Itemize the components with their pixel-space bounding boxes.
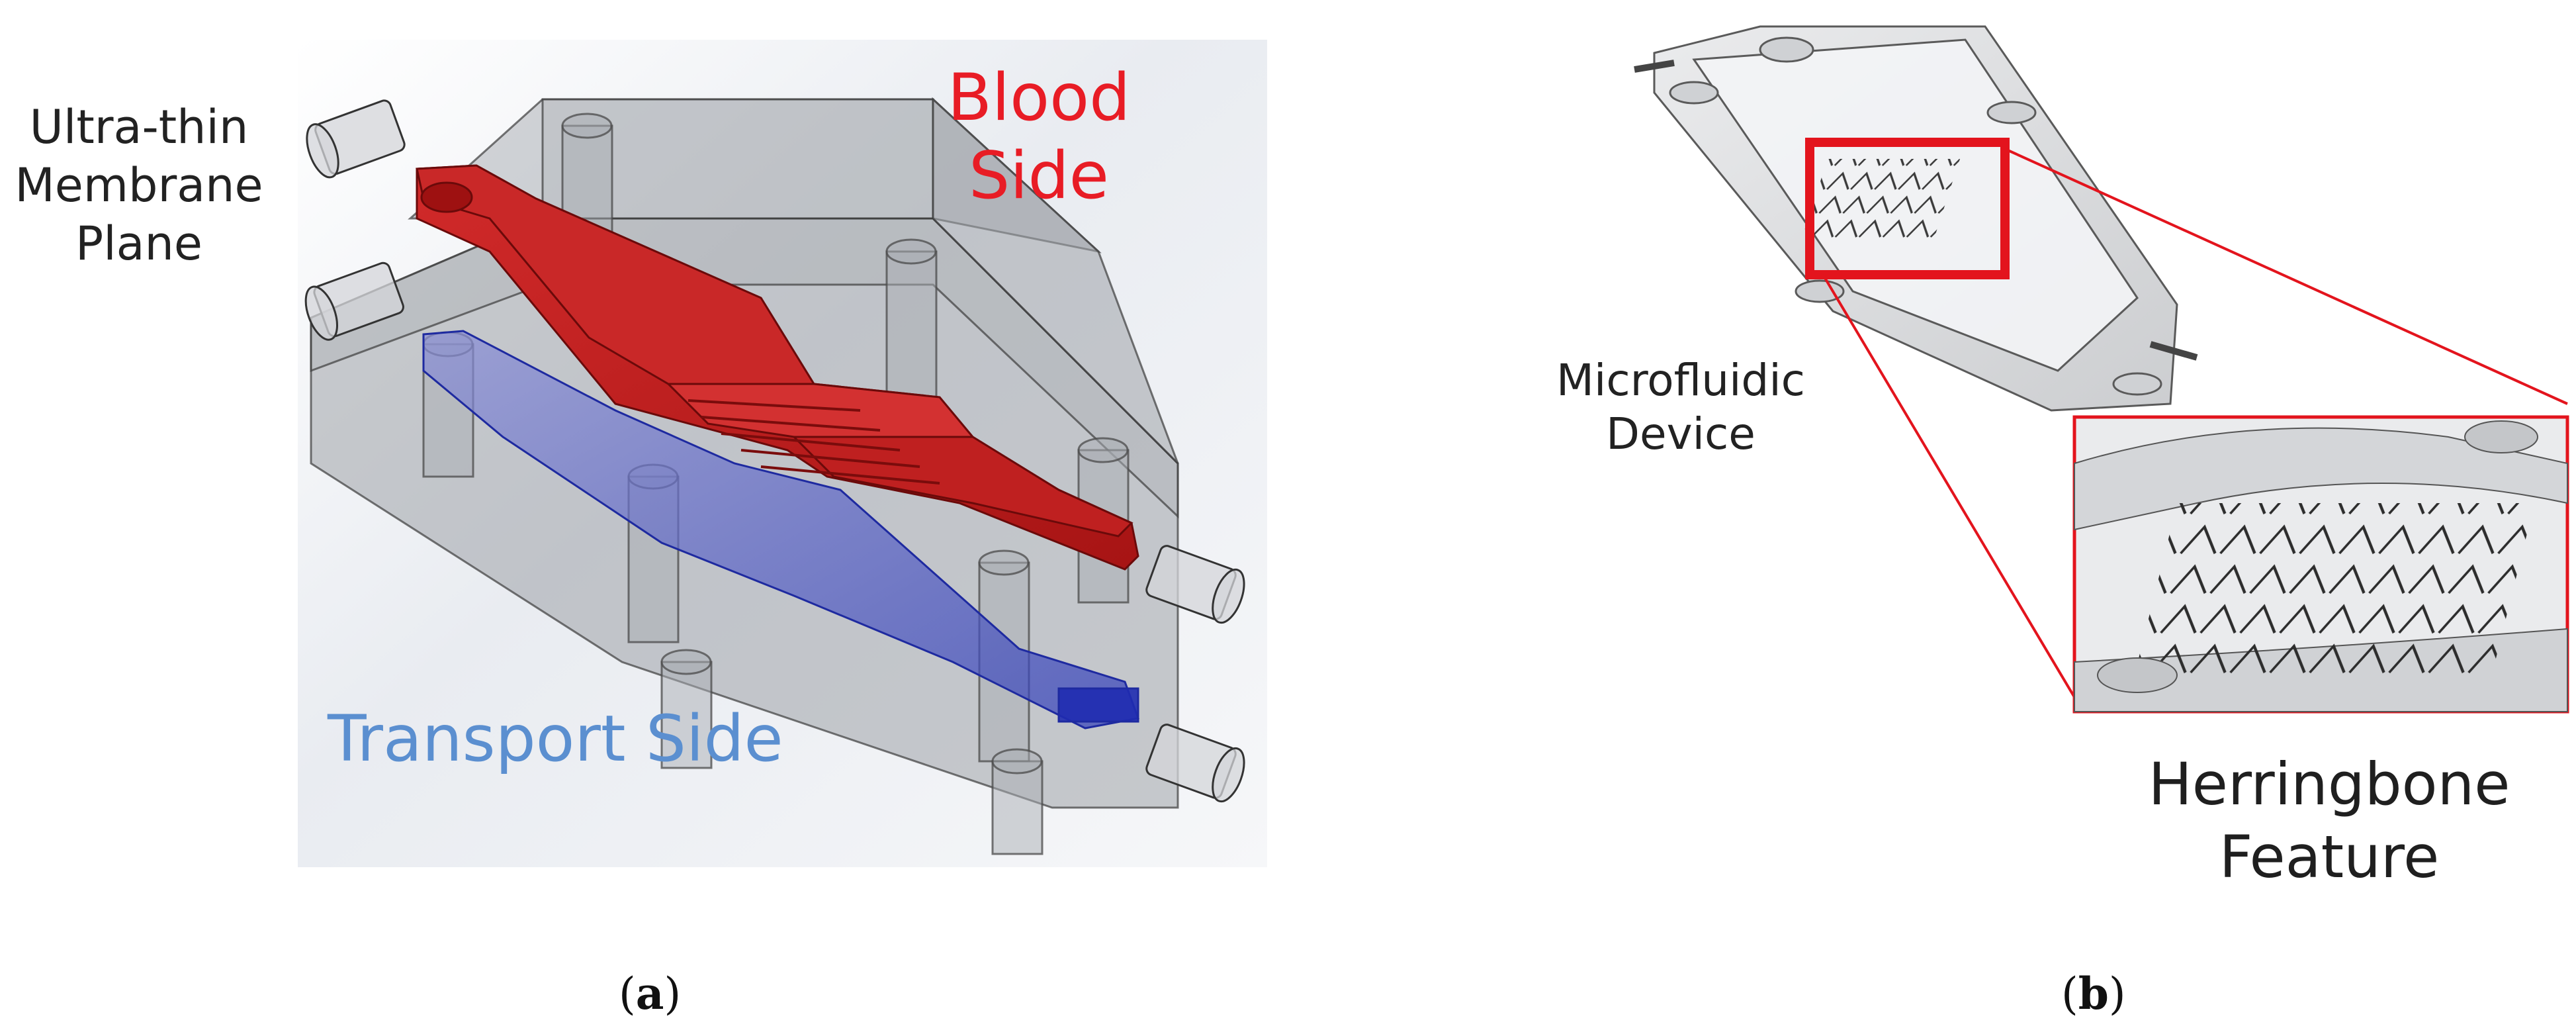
feature-label-line-2: Feature — [2219, 823, 2440, 891]
caption-a-letter: a — [635, 968, 664, 1019]
zoom-line-upper — [2004, 148, 2568, 405]
blood-side-label: Blood Side — [913, 60, 1165, 215]
herringbone-feature-label: Herringbone Feature — [2144, 748, 2514, 894]
membrane-label-line-3: Plane — [75, 216, 202, 271]
herringbone-array-mini — [1802, 159, 1961, 238]
device-label-line-1: Microfluidic — [1556, 355, 1805, 406]
blood-label-line-2: Side — [969, 138, 1109, 214]
inlet-outlet-tubes — [304, 99, 1245, 803]
device-label-line-2: Device — [1606, 408, 1755, 459]
transport-channel — [422, 330, 1140, 730]
highlight-box — [1805, 138, 2010, 279]
zoom-line-lower — [1822, 273, 2082, 710]
blood-channel — [416, 164, 1139, 571]
membrane-label-line-2: Membrane — [15, 158, 263, 213]
herringbone-zoom-inset — [2072, 415, 2569, 714]
caption-a-close: ) — [664, 968, 682, 1019]
feature-label-line-1: Herringbone — [2148, 750, 2510, 818]
transport-side-label: Transport Side — [328, 702, 783, 776]
caption-b-open: ( — [2061, 968, 2078, 1019]
caption-b-close: ) — [2108, 968, 2126, 1019]
membrane-label-line-1: Ultra-thin — [29, 100, 249, 154]
caption-b: (b) — [2061, 968, 2126, 1019]
microfluidic-device-label: Microfluidic Device — [1529, 354, 1833, 461]
caption-a-open: ( — [619, 968, 636, 1019]
blood-label-line-1: Blood — [947, 60, 1131, 136]
caption-a: (a) — [619, 968, 681, 1019]
membrane-plane-label: Ultra-thin Membrane Plane — [13, 98, 265, 273]
caption-b-letter: b — [2078, 968, 2109, 1019]
